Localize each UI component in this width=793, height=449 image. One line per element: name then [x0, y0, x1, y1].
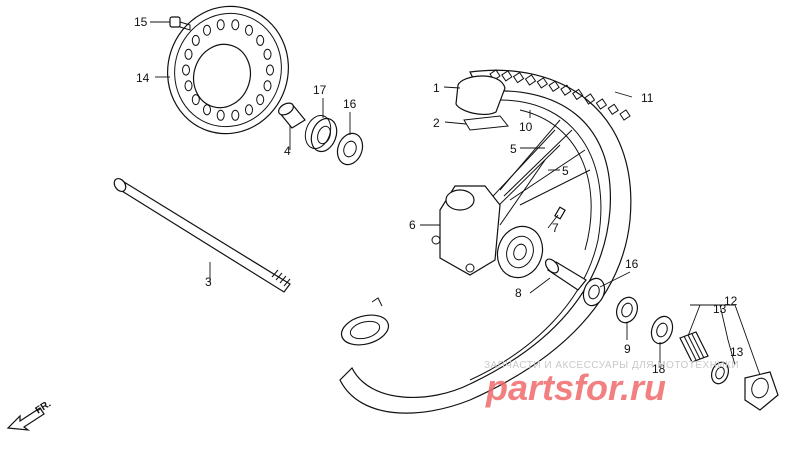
- disc-hole: [245, 24, 253, 36]
- disc-hole: [231, 109, 240, 121]
- callout-16-right: 16: [625, 257, 639, 271]
- front-axle: [113, 177, 291, 293]
- disc-hole: [245, 104, 253, 116]
- retainer: [616, 296, 638, 324]
- callout-9: 9: [624, 342, 631, 356]
- tread-block: [572, 88, 584, 101]
- disc-hole: [216, 109, 225, 121]
- callout-6: 6: [409, 218, 416, 232]
- leader-lines: [150, 21, 761, 376]
- front-direction-indicator: FR.: [6, 398, 53, 431]
- thrust-washer: [710, 361, 730, 385]
- disc-hole: [263, 80, 272, 92]
- right-bearing: [650, 315, 674, 345]
- tread-block: [595, 98, 608, 110]
- callout-2: 2: [433, 116, 440, 130]
- disc-hole: [216, 19, 225, 31]
- callout-labels: 15 14 17 16 4 3 1 2 10 11 5 5 6 7 8 16 9…: [134, 15, 744, 376]
- collar: [278, 102, 306, 129]
- wheel-hub: [431, 185, 544, 279]
- disc-hole: [191, 34, 200, 46]
- disc-hole: [263, 48, 272, 60]
- tread-block: [524, 74, 537, 86]
- callout-5-lower: 5: [562, 164, 569, 178]
- callout-8: 8: [515, 286, 522, 300]
- disc-hole: [203, 24, 211, 36]
- callout-10: 10: [519, 120, 533, 134]
- arrow-icon: [6, 407, 45, 431]
- callout-12: 12: [724, 294, 738, 308]
- speedometer-gear: [679, 331, 709, 363]
- disc-hole: [231, 19, 240, 31]
- disc-hole: [203, 104, 211, 116]
- callout-1: 1: [433, 81, 440, 95]
- tread-block: [607, 103, 619, 115]
- disc-hole: [191, 94, 200, 106]
- wheel-rim-tire: [339, 69, 632, 414]
- disc-hole: [256, 34, 265, 46]
- tread-block: [501, 70, 513, 82]
- tread-block: [512, 71, 525, 84]
- callout-15: 15: [134, 15, 148, 29]
- callout-13-upper: 13: [713, 302, 727, 316]
- callout-16-left: 16: [343, 97, 357, 111]
- disc-hole: [184, 80, 193, 92]
- speedometer-gearbox: [744, 371, 779, 411]
- distance-collar: [544, 258, 587, 291]
- brake-disc: [167, 5, 289, 135]
- disc-hole: [182, 64, 190, 76]
- callout-4: 4: [284, 144, 291, 158]
- tread-block: [548, 80, 560, 92]
- watermark-brand: partsfor.ru: [485, 367, 666, 408]
- tread-block: [619, 109, 631, 121]
- callout-17: 17: [313, 83, 327, 97]
- callout-14: 14: [136, 71, 150, 85]
- tread-block: [583, 93, 596, 105]
- callout-7: 7: [552, 221, 559, 235]
- tread-block: [560, 84, 572, 96]
- callout-3: 3: [205, 275, 212, 289]
- bearing: [304, 115, 338, 153]
- callout-5-upper: 5: [510, 142, 517, 156]
- disc-hole: [184, 48, 193, 60]
- watermark-caption: ЗАПЧАСТИ И АКСЕССУАРЫ ДЛЯ МОТОТЕХНИКИ: [484, 360, 739, 371]
- disc-hole: [266, 64, 274, 76]
- disc-hole: [256, 94, 265, 106]
- callout-13-lower: 13: [730, 345, 744, 359]
- watermark: ЗАПЧАСТИ И АКСЕССУАРЫ ДЛЯ МОТОТЕХНИКИ pa…: [484, 360, 739, 408]
- callout-11: 11: [641, 91, 654, 105]
- callout-18: 18: [652, 362, 666, 376]
- dust-seal: [336, 132, 364, 166]
- right-dust-seal: [582, 277, 606, 307]
- tread-block: [536, 77, 548, 89]
